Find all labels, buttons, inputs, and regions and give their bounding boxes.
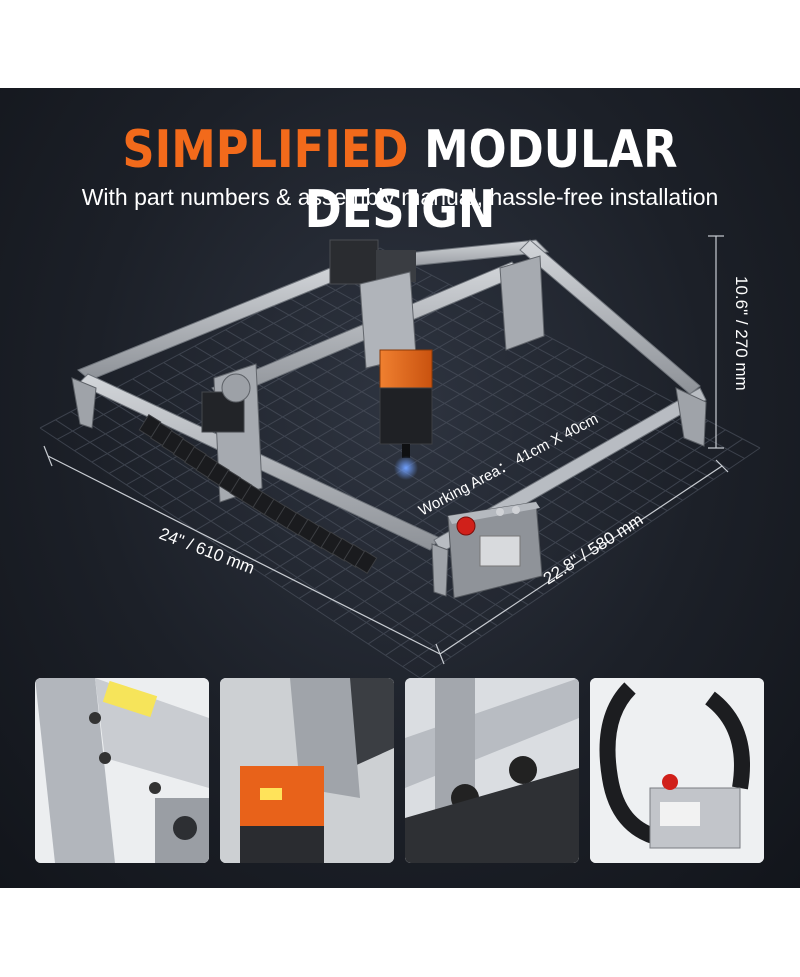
chain-link (354, 549, 378, 575)
thumbnail-frame-corner (35, 678, 209, 863)
dimension-width-label: 24" / 610 mm (157, 524, 258, 578)
headline: SIMPLIFIED MODULAR DESIGN (56, 120, 744, 240)
dimension-height-label: 10.6" / 270 mm (732, 276, 751, 391)
control-box-with-cable-chain-icon (590, 678, 764, 863)
subheadline: With part numbers & assembly manual, has… (81, 184, 719, 210)
thumbnail-laser-module (220, 678, 394, 863)
grid-line (316, 393, 657, 611)
laser-module (359, 271, 433, 480)
dimension-lines (43, 235, 729, 665)
hero-banner: 24" / 610 mm 22.8" / 580 mm 10.6" / 270 … (0, 88, 800, 888)
dimension-depth-label: 22.8" / 580 mm (540, 510, 647, 588)
laser-engraver-illustration: 24" / 610 mm 22.8" / 580 mm 10.6" / 270 … (39, 235, 761, 679)
belt-wheel-carriage-icon (405, 678, 579, 863)
control-box (447, 501, 543, 599)
grid-line (385, 429, 726, 656)
y-motor (329, 239, 416, 285)
grid-line (402, 438, 744, 668)
grid-line (419, 447, 761, 679)
x-motor (201, 373, 251, 433)
grid-line (348, 263, 730, 470)
thumbnail-control-box (590, 678, 764, 863)
thumbnail-belt-wheels (405, 678, 579, 863)
frame-corner-bracket-icon (35, 678, 209, 863)
headline-rest: MODULAR DESIGN (304, 120, 678, 240)
cable-chain (138, 413, 378, 575)
headline-accent: SIMPLIFIED (122, 120, 409, 180)
grid-line (364, 255, 745, 459)
laser-module-closeup-icon (220, 678, 394, 863)
